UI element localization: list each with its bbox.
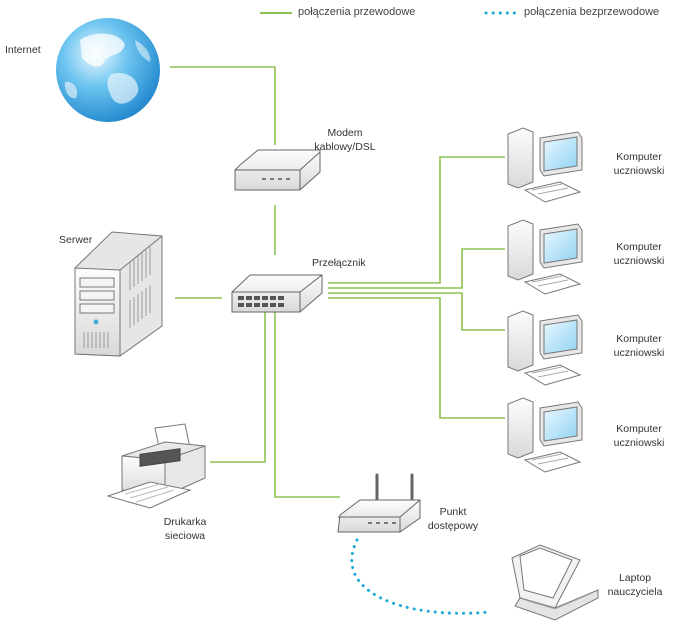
computer-label: Komputer uczniowski [600, 240, 678, 268]
computer-label-line2: uczniowski [613, 347, 665, 359]
printer-label-line2: sieciowa [164, 530, 206, 542]
computer-label-line2: uczniowski [613, 255, 665, 267]
switch-icon [231, 274, 323, 313]
computer-label: Komputer uczniowski [600, 150, 678, 178]
printer-label-line1: Drukarka [163, 516, 207, 528]
laptop-label-line2: nauczyciela [607, 586, 663, 598]
computer-label-line1: Komputer [616, 333, 662, 345]
computer-label-line2: uczniowski [613, 437, 665, 449]
computer-label-line1: Komputer [616, 423, 662, 435]
legend-wireless-label: połączenia bezprzewodowe [524, 6, 660, 18]
access-point-label-line2: dostępowy [427, 520, 479, 532]
computer-label-line2: uczniowski [613, 165, 665, 177]
server-label: Serwer [59, 234, 93, 246]
laptop-label-line1: Laptop [618, 572, 652, 584]
switch-label: Przełącznik [312, 257, 366, 269]
wired-connections [170, 66, 505, 498]
computer-icon [507, 127, 583, 203]
computer-icon [507, 219, 583, 295]
computer-label-line1: Komputer [616, 241, 662, 253]
modem-icon [234, 149, 321, 191]
printer-label: Drukarka sieciowa [150, 515, 220, 543]
modem-label-line1: Modem [327, 127, 363, 139]
access-point-label-line1: Punkt [439, 506, 467, 518]
laptop-icon [511, 544, 599, 621]
laptop-label: Laptop nauczyciela [600, 571, 670, 599]
modem-label-line2: kablowy/DSL [314, 141, 376, 153]
computer-icon [507, 310, 583, 386]
legend-wired-label: połączenia przewodowe [298, 6, 416, 18]
wireless-connection [350, 538, 492, 615]
modem-label: Modem kablowy/DSL [300, 126, 390, 154]
computer-icon [507, 397, 583, 473]
computer-label: Komputer uczniowski [600, 332, 678, 360]
printer-icon [106, 423, 206, 509]
server-icon [74, 231, 163, 357]
internet-label: Internet [5, 44, 41, 56]
computer-label: Komputer uczniowski [600, 422, 678, 450]
globe-icon [56, 18, 160, 122]
computer-label-line1: Komputer [616, 151, 662, 163]
access-point-label: Punkt dostępowy [418, 505, 488, 533]
access-point-icon [337, 473, 421, 533]
